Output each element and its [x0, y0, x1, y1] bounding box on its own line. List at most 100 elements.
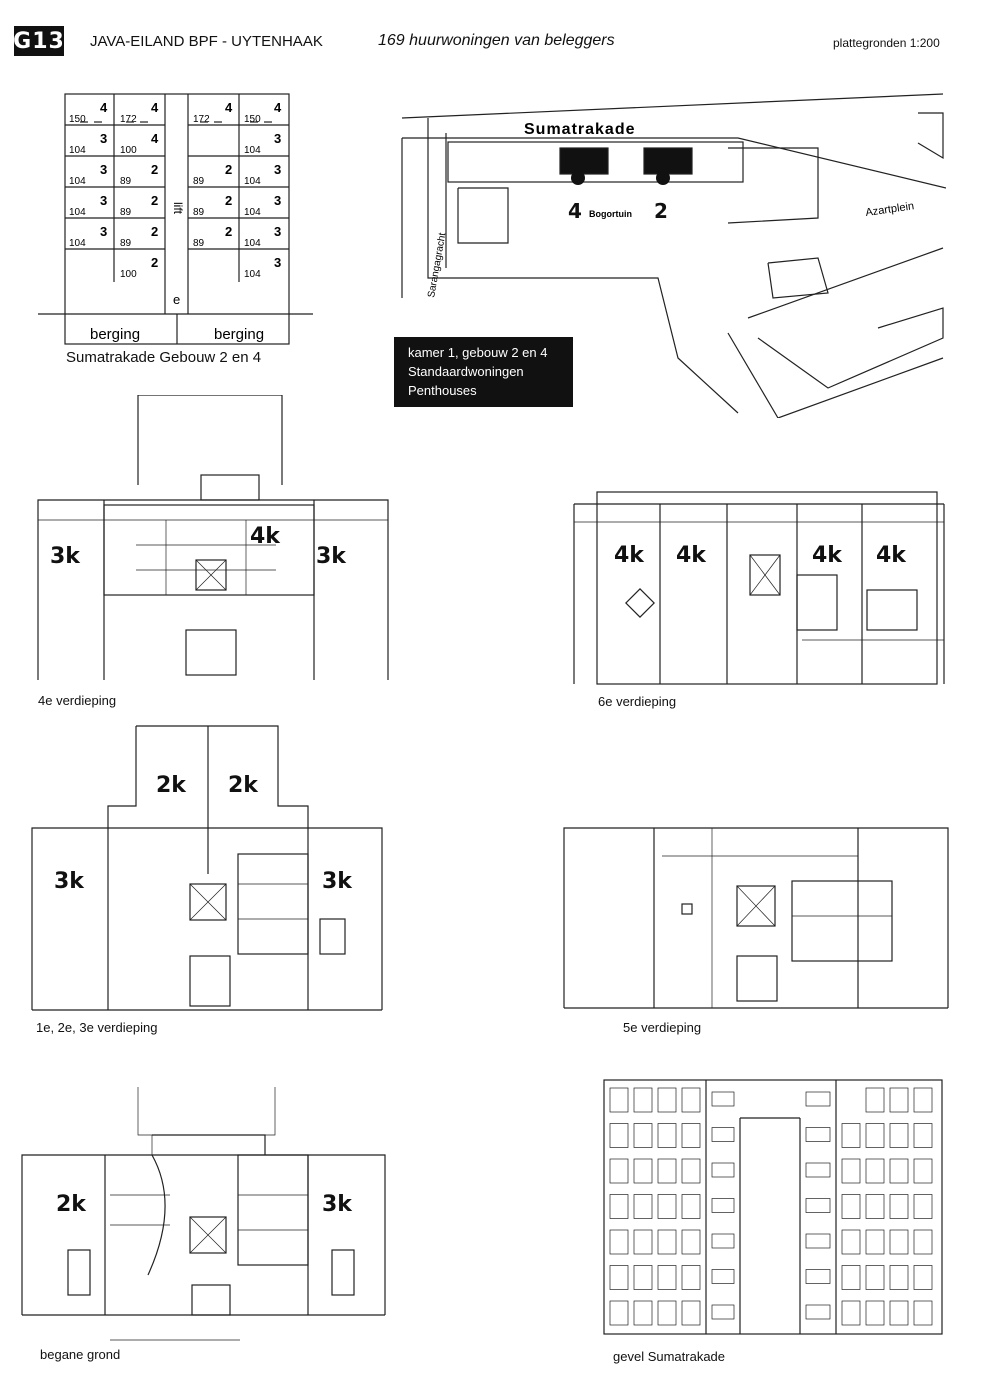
facade-window [609, 1265, 629, 1290]
room-count: 4 [100, 100, 108, 115]
unit-area: 89 [120, 207, 132, 218]
facade-window [805, 1233, 831, 1249]
facade-window [609, 1194, 629, 1219]
facade-window [711, 1127, 735, 1142]
unit-area: 150 [244, 114, 261, 125]
unit-label: 3k [50, 544, 81, 569]
facade-window [681, 1123, 701, 1148]
room-count: 3 [274, 162, 281, 177]
e-label: e [173, 292, 180, 307]
unit-area: 104 [244, 238, 261, 249]
legend-box: kamer 1, gebouw 2 en 4 Standaardwoningen… [391, 337, 573, 407]
facade-window [657, 1229, 677, 1255]
caption-6th-floor: 6e verdieping [598, 694, 677, 709]
facade-window [913, 1265, 933, 1290]
unit-area: 172 [193, 114, 210, 125]
facade-window [711, 1304, 735, 1320]
facade-window [805, 1091, 831, 1107]
storage-left-label: berging [90, 326, 140, 343]
scale-label: plattegronden 1:200 [833, 36, 940, 50]
facade-window [633, 1229, 653, 1255]
facade-window [865, 1194, 885, 1219]
unit-area: 172 [120, 114, 137, 125]
facade-window [841, 1265, 861, 1290]
facade-window [841, 1158, 861, 1184]
facade-window [913, 1300, 933, 1326]
key-plan-caption: Sumatrakade Gebouw 2 en 4 [66, 349, 262, 366]
unit-area: 104 [244, 269, 261, 280]
room-count: 4 [274, 100, 282, 115]
facade-window [681, 1300, 701, 1326]
room-count: 4 [225, 100, 233, 115]
facade-window [633, 1158, 653, 1184]
facade-window [889, 1194, 909, 1219]
building-2-label: 2 [654, 199, 668, 223]
facade-window [657, 1265, 677, 1290]
subtitle: 169 huurwoningen van beleggers [378, 32, 615, 49]
legend-line-3: Penthouses [408, 383, 477, 398]
facade-window [657, 1158, 677, 1184]
facade-window [633, 1300, 653, 1326]
facade-window [913, 1158, 933, 1184]
unit-label: 3k [322, 1192, 353, 1217]
unit-label: 2k [56, 1192, 87, 1217]
room-count: 2 [225, 162, 232, 177]
unit-area: 100 [120, 145, 137, 156]
room-count: 2 [151, 255, 158, 270]
facade-window [913, 1123, 933, 1148]
facade-window [681, 1194, 701, 1219]
unit-label: 2k [228, 773, 259, 798]
facade-window [865, 1265, 885, 1290]
room-count: 3 [274, 193, 281, 208]
room-count: 2 [225, 224, 232, 239]
facade-window [913, 1229, 933, 1255]
facade-window [681, 1158, 701, 1184]
facade-window [865, 1158, 885, 1184]
floor-plan-4: 3k 4k 3k [37, 395, 389, 680]
facade-window [609, 1300, 629, 1326]
floor-plan-6: 4k 4k 4k 4k [573, 491, 945, 685]
canal-label: Sarangagracht [426, 232, 448, 299]
unit-label: 3k [54, 869, 85, 894]
unit-label: 3k [316, 544, 347, 569]
room-count: 2 [225, 193, 232, 208]
unit-area: 104 [69, 207, 86, 218]
unit-area: 89 [193, 176, 205, 187]
facade-window [633, 1087, 653, 1113]
unit-label: 3k [322, 869, 353, 894]
facade-window [913, 1087, 933, 1113]
facade-window [889, 1265, 909, 1290]
caption-5th-floor: 5e verdieping [623, 1020, 702, 1035]
room-count: 3 [274, 131, 281, 146]
facade-window [711, 1091, 735, 1107]
facade-window [633, 1194, 653, 1219]
facade-window [841, 1300, 861, 1326]
facade-window [889, 1123, 909, 1148]
room-count: 2 [151, 162, 158, 177]
unit-area: 89 [193, 207, 205, 218]
unit-label: 4k [250, 524, 281, 549]
facade-window [865, 1123, 885, 1148]
sheet-code: G13 [13, 26, 64, 56]
room-count: 3 [100, 131, 107, 146]
legend-line-2: Standaardwoningen [408, 364, 524, 379]
facade-window [913, 1194, 933, 1219]
facade-window [711, 1198, 735, 1213]
facade-window [841, 1123, 861, 1148]
unit-area: 104 [244, 176, 261, 187]
unit-area: 104 [244, 145, 261, 156]
storage-right-label: berging [214, 326, 264, 343]
unit-area: 89 [120, 238, 132, 249]
facade-window [865, 1087, 885, 1113]
caption-4th-floor: 4e verdieping [38, 693, 117, 708]
facade-window [805, 1304, 831, 1320]
facade-window [711, 1233, 735, 1249]
building-4-label: 4 [568, 199, 582, 223]
facade-window [865, 1300, 885, 1326]
facade-window [841, 1229, 861, 1255]
project-title: JAVA-EILAND BPF - UYTENHAAK [90, 33, 323, 50]
room-count: 2 [151, 193, 158, 208]
room-count: 3 [100, 162, 107, 177]
room-count: 3 [274, 224, 281, 239]
facade-window [805, 1162, 831, 1178]
